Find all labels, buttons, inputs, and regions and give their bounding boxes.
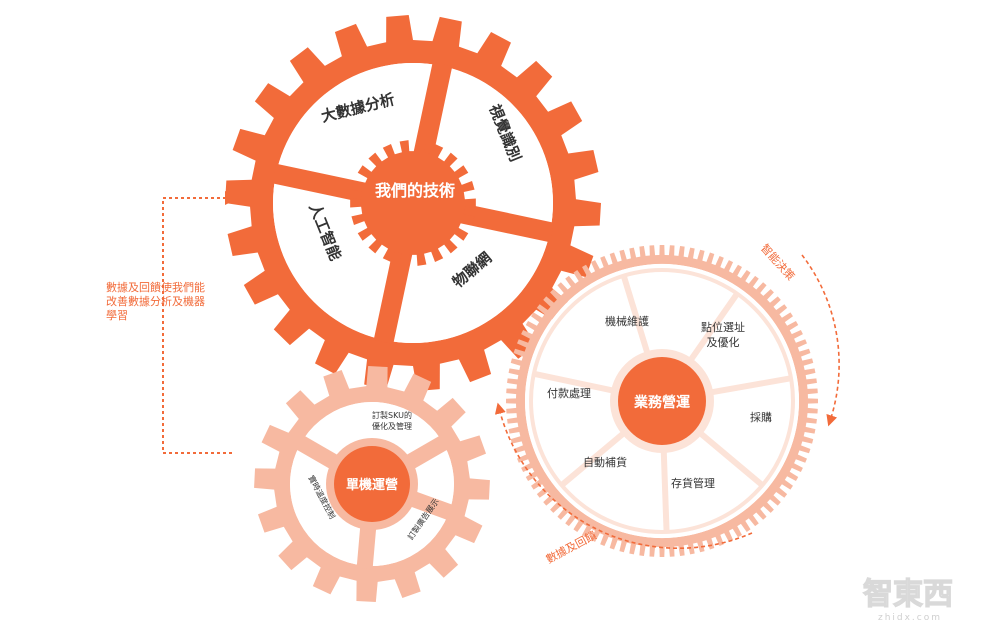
ops-segment-inventory: 存貨管理: [671, 476, 715, 490]
spoke: [294, 434, 340, 470]
spoke: [404, 434, 450, 470]
ops-segment-maintenance: 機械維護: [605, 314, 649, 328]
spoke: [710, 375, 793, 396]
feedback-note-line-3: 學習: [106, 309, 128, 322]
feedback-note-line-2: 改善數據分析及機器: [106, 294, 205, 308]
ops-segment-procurement: 採購: [750, 410, 772, 424]
spoke: [532, 370, 614, 394]
machine-segment-sku-line1: 訂製SKU的: [372, 410, 412, 420]
ops-arc-bottom-label: 數據及回饋: [543, 528, 598, 566]
machine-gear: 單機運營 訂製SKU的 優化及管理 訂製廣告展示 實時溫度控制: [254, 366, 490, 602]
ops-gear-hub: [618, 357, 706, 445]
feedback-arrow: [162, 191, 239, 454]
ops-arc-top-label: 智能決策: [758, 241, 798, 283]
machine-gear-outer-ring: [254, 366, 490, 602]
ops-segment-payment: 付款處理: [547, 386, 591, 400]
spoke: [620, 273, 651, 355]
spoke: [698, 430, 766, 489]
spoke: [688, 291, 741, 362]
ops-gear: 業務營運 機械維護 點位選址 及優化 採購 存貨管理 自動補貨 付款處理: [506, 245, 818, 557]
feedback-loop-connector: [162, 191, 239, 454]
machine-gear-hub: [334, 446, 410, 522]
watermark: 智東西 zhidx.com: [862, 576, 953, 623]
ops-gear-inner-rim: [529, 268, 795, 534]
spoke: [558, 430, 626, 489]
spoke: [660, 450, 670, 534]
ops-gear-spokes: [532, 273, 793, 534]
feedback-note-line-1: 數據及回饋使我們能: [106, 280, 205, 294]
spoke: [454, 202, 554, 243]
machine-segment-sku-line2: 優化及管理: [372, 421, 412, 431]
tech-gear-hub: [350, 140, 476, 266]
spoke: [356, 525, 377, 570]
ops-center-label: 業務營運: [633, 394, 691, 411]
feedback-note: 數據及回饋使我們能 改善數據分析及機器 學習: [106, 280, 205, 322]
decision-arc-arrow: [801, 254, 840, 427]
watermark-url: zhidx.com: [878, 613, 942, 623]
data-feedback-arc-arrow: [494, 402, 753, 550]
tech-gear: 我們的技術 大數據分析 視覺識別 物聯網 人工智能: [225, 15, 601, 391]
ops-segment-site-selection: 點位選址: [701, 320, 745, 334]
spoke: [272, 163, 372, 204]
watermark-logo: 智東西: [863, 577, 953, 612]
tech-center-label: 我們的技術: [375, 181, 455, 200]
machine-center-label: 單機運營: [346, 477, 398, 493]
ops-segment-optimization: 及優化: [707, 335, 740, 349]
machine-gear-spokes: [294, 434, 455, 570]
spoke: [408, 490, 455, 521]
ops-segment-auto-replenish: 自動補貨: [583, 455, 627, 469]
